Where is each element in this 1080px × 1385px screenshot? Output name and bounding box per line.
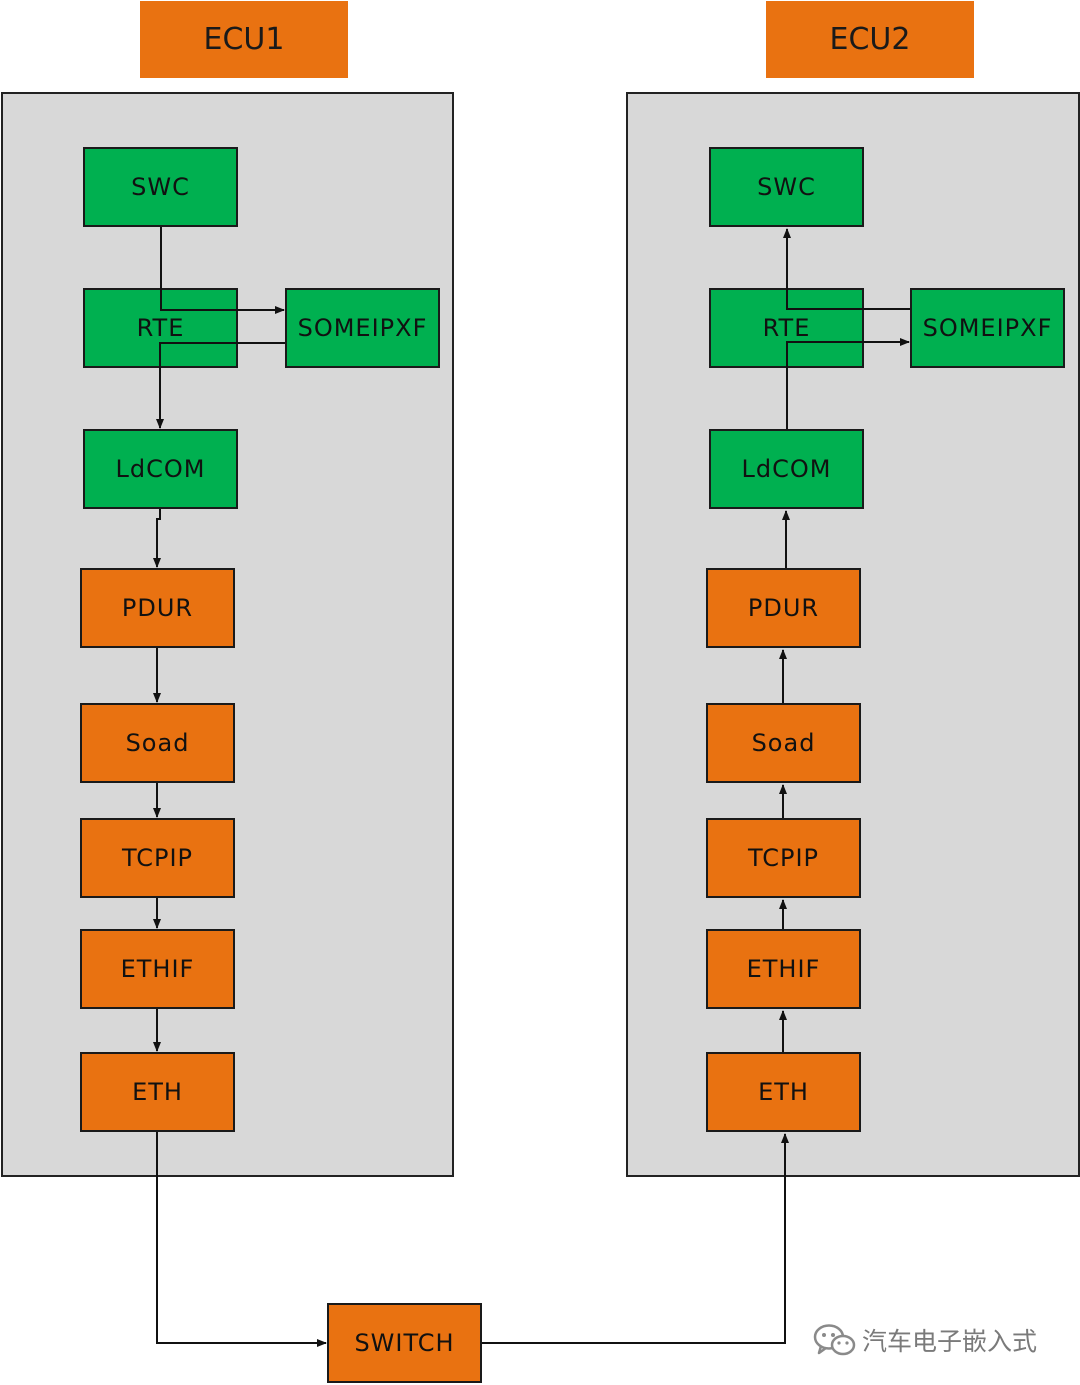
watermark: 汽车电子嵌入式: [812, 1320, 1037, 1360]
ecu1-rte-block: RTE: [83, 288, 238, 368]
ecu2-pdur-block: PDUR: [706, 568, 861, 648]
watermark-text: 汽车电子嵌入式: [862, 1327, 1038, 1356]
ecu2-soad-block: Soad: [706, 703, 861, 783]
ecu1-someipxf-block: SOMEIPXF: [285, 288, 440, 368]
wechat-icon: [813, 1324, 856, 1356]
ecu1-soad-block: Soad: [80, 703, 235, 783]
ecu2-ldcom-block: LdCOM: [709, 429, 864, 509]
ecu1-ldcom-block: LdCOM: [83, 429, 238, 509]
ecu1-title: ECU1: [140, 1, 348, 78]
ecu2-title: ECU2: [766, 1, 974, 78]
ecu2-eth-block: ETH: [706, 1052, 861, 1132]
switch-block: SWITCH: [327, 1303, 482, 1383]
ecu1-swc-block: SWC: [83, 147, 238, 227]
ecu2-ethif-block: ETHIF: [706, 929, 861, 1009]
ecu1-eth-block: ETH: [80, 1052, 235, 1132]
ecu1-tcpip-block: TCPIP: [80, 818, 235, 898]
ecu2-rte-block: RTE: [709, 288, 864, 368]
ecu2-tcpip-block: TCPIP: [706, 818, 861, 898]
ecu1-ethif-block: ETHIF: [80, 929, 235, 1009]
ecu2-swc-block: SWC: [709, 147, 864, 227]
ecu2-someipxf-block: SOMEIPXF: [910, 288, 1065, 368]
ecu1-pdur-block: PDUR: [80, 568, 235, 648]
